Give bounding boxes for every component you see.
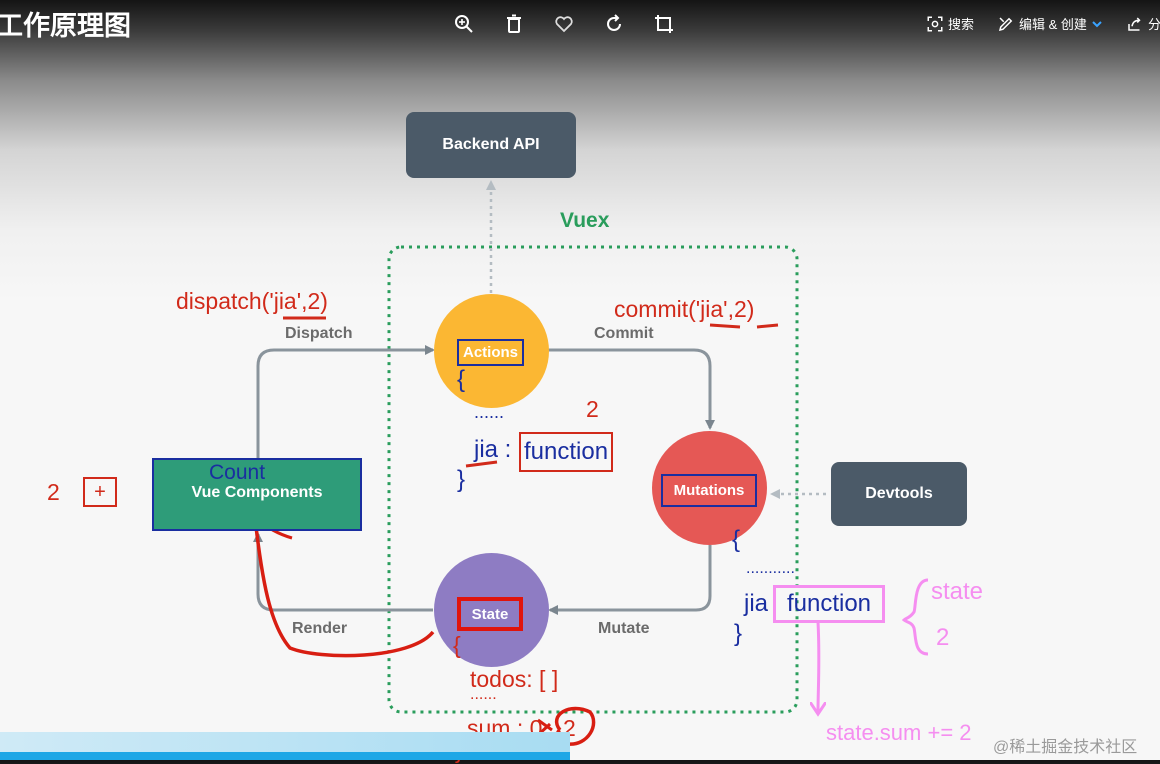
render-arrow — [253, 532, 433, 612]
actions-jia-key: jia : — [474, 436, 512, 463]
chevron-down-icon — [1092, 20, 1102, 27]
image-title: 工作原理图 — [0, 11, 131, 41]
scan-search-icon — [927, 16, 943, 31]
share-label: 分 — [1148, 17, 1160, 32]
rotate-icon[interactable] — [602, 12, 626, 36]
jia-underline — [465, 460, 498, 468]
share-button[interactable]: 分 — [1126, 14, 1160, 33]
edit-create-button[interactable]: 编辑 & 创建 — [997, 14, 1103, 33]
crop-icon[interactable] — [652, 12, 676, 36]
mutate-label: Mutate — [598, 620, 650, 637]
render-label: Render — [292, 620, 348, 637]
mutations-label: Mutations — [661, 474, 757, 507]
plus-button-annotation: + — [83, 477, 117, 507]
actions-dots: ...... — [474, 402, 505, 422]
devtools-box: Devtools — [831, 462, 967, 526]
mutate-arrow — [548, 545, 712, 615]
dispatch-call-annotation: dispatch('jia',2) — [176, 288, 328, 314]
heart-icon[interactable] — [552, 12, 576, 36]
progress-highlight — [0, 732, 570, 752]
backend-api-label: Backend API — [442, 136, 540, 153]
state-node — [434, 553, 549, 667]
state-sum-expression: state.sum += 2 — [826, 720, 972, 745]
edit-create-label: 编辑 & 创建 — [1019, 17, 1087, 32]
actions-open-brace: { — [457, 366, 466, 393]
mutations-open-brace: { — [732, 526, 741, 553]
dispatch-label: Dispatch — [285, 325, 353, 342]
progress-bar — [0, 752, 570, 760]
commit-arrow — [548, 348, 715, 430]
commit-underline-1 — [709, 323, 741, 329]
watermark: @稀土掘金技术社区 — [993, 739, 1138, 756]
image-viewer-toolbar: 工作原理图 勤备 搜索 编辑 & 创建 — [0, 0, 1160, 48]
search-label: 搜索 — [948, 17, 975, 32]
mutations-dots: ........... — [746, 560, 795, 577]
dispatch-arrow — [256, 345, 435, 458]
state-open-brace: { — [453, 632, 461, 658]
edit-create-icon — [998, 16, 1013, 31]
red-render-annotation-arrow — [255, 518, 435, 658]
vuex-container — [387, 245, 799, 714]
mutations-jia-key: jia — [744, 590, 769, 617]
share-icon — [1128, 16, 1141, 31]
vue-components-label: Vue Components — [191, 484, 323, 501]
actions-label: Actions — [457, 339, 524, 366]
actions-value-annotation: 2 — [586, 396, 599, 422]
todos-annotation: todos: [ ] — [470, 666, 559, 692]
mutations-close-brace: } — [734, 620, 743, 647]
devtools-label: Devtools — [865, 485, 933, 502]
actions-function-annotation: function — [519, 432, 614, 472]
search-button[interactable]: 搜索 — [926, 14, 974, 33]
pink-brace — [901, 578, 929, 656]
pink-state-label: state — [931, 578, 984, 605]
mutations-node — [652, 431, 767, 545]
backend-api-box: Backend API — [406, 112, 576, 178]
state-label: State — [457, 597, 523, 631]
vuex-label: Vuex — [560, 209, 610, 232]
left-value-annotation: 2 — [47, 479, 60, 505]
state-dots: ...... — [470, 686, 497, 703]
mutations-function-annotation: function — [773, 585, 885, 623]
vue-components-box — [152, 458, 362, 531]
pink-state-value: 2 — [936, 624, 950, 651]
actions-close-brace: } — [457, 466, 466, 493]
pink-down-arrow — [818, 621, 819, 712]
commit-label: Commit — [594, 325, 654, 342]
commit-underline-2 — [756, 323, 779, 329]
commit-call-annotation: commit('jia',2) — [614, 296, 755, 322]
zoom-in-icon[interactable] — [452, 12, 476, 36]
trash-icon[interactable] — [502, 12, 526, 36]
count-label: Count — [209, 461, 266, 484]
actions-node — [434, 294, 549, 408]
